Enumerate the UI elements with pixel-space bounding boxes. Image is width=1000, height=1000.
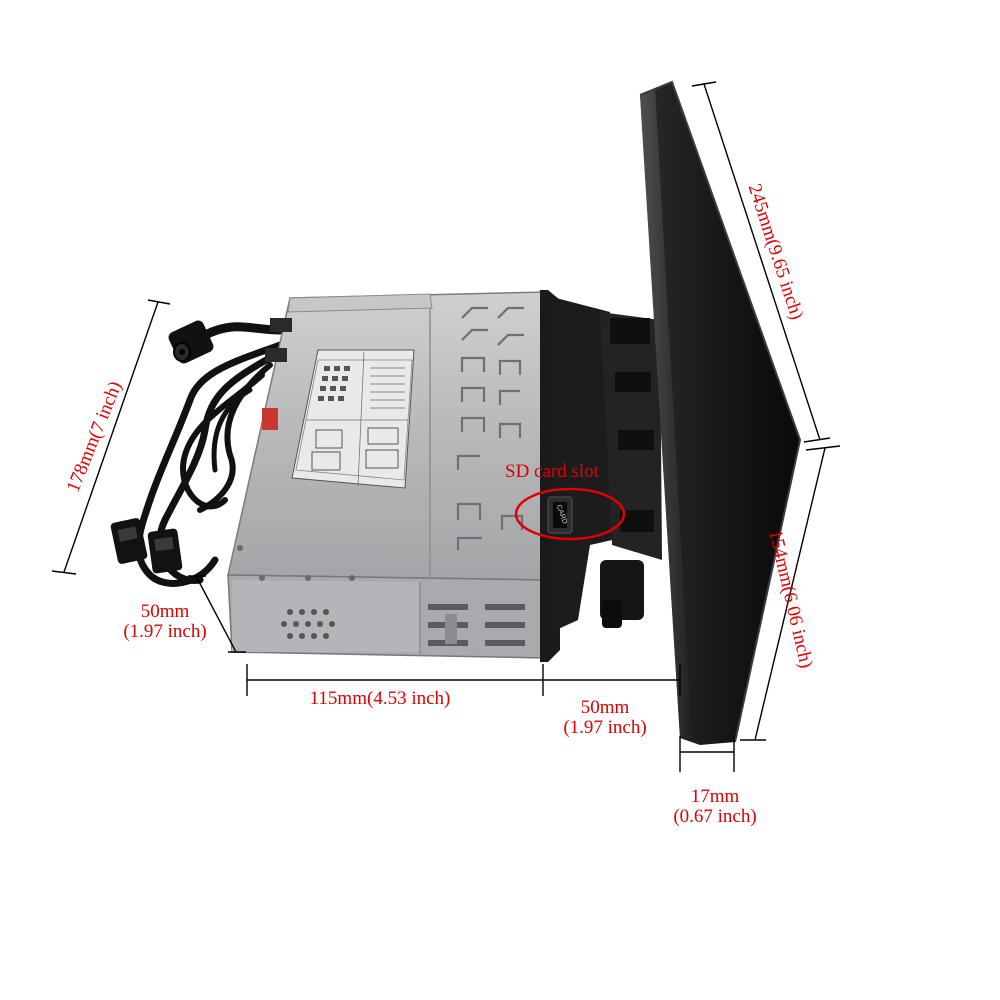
usb-connector-2 — [147, 528, 183, 574]
chassis-screws — [237, 545, 355, 581]
dimension-lines — [51, 81, 841, 772]
thickness-17-label: 17mm (0.67 inch) — [645, 787, 785, 827]
length-115-text: 115mm(4.53 inch) — [309, 688, 451, 709]
sd-card-slot-text: SD card slot — [505, 461, 599, 482]
chassis-lower-cutouts — [428, 604, 525, 646]
depth-50-right-label: 50mm (1.97 inch) — [540, 698, 670, 738]
depth-50-left-mm: 50mm — [140, 601, 190, 622]
usb-connector-1 — [110, 518, 148, 564]
thickness-17-mm: 17mm — [690, 786, 740, 807]
audio-jack — [168, 320, 214, 364]
depth-50-left-label: 50mm (1.97 inch) — [100, 602, 230, 642]
sd-card-slot: CARD — [547, 496, 573, 534]
chassis-slots — [456, 306, 524, 550]
length-115-label: 115mm(4.53 inch) — [270, 689, 490, 709]
rear-connectors — [262, 318, 292, 430]
wiring-sticker — [291, 349, 415, 489]
front-bracket — [540, 290, 662, 662]
sd-card-slot-label: SD card slot — [505, 462, 645, 482]
vent-holes — [281, 609, 335, 639]
sd-slot-highlight — [514, 487, 626, 541]
display-screen — [639, 80, 802, 745]
thickness-17-in: (0.67 inch) — [673, 806, 757, 827]
cable-bundle — [134, 322, 285, 587]
depth-50-right-mm: 50mm — [580, 697, 630, 718]
depth-50-right-in: (1.97 inch) — [563, 717, 647, 738]
depth-50-left-in: (1.97 inch) — [123, 621, 207, 642]
